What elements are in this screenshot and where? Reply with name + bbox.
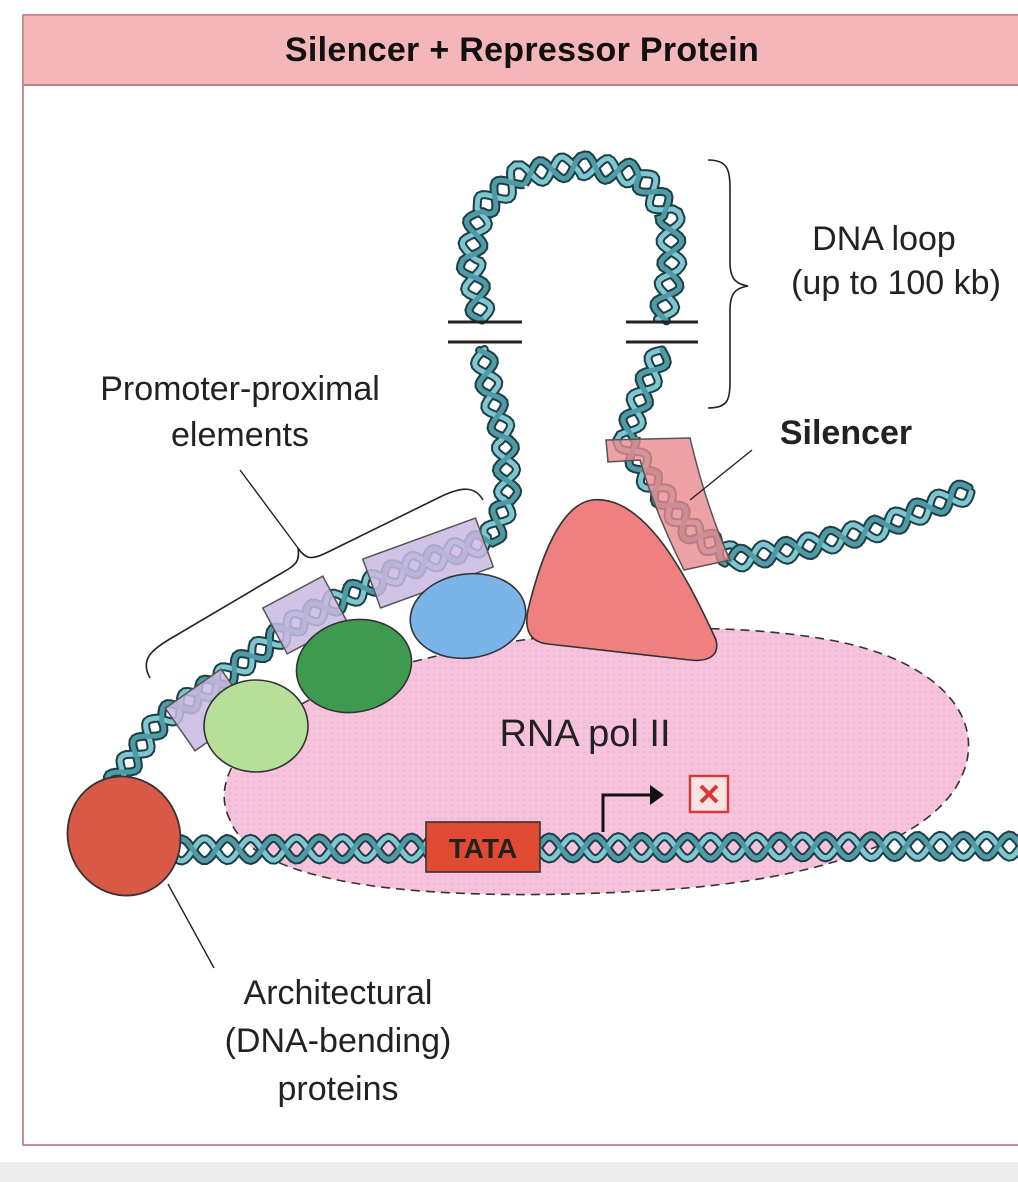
dna-tail-strand-2 — [727, 481, 972, 567]
silencer-block — [605, 437, 732, 571]
bent-arrow-icon — [601, 785, 664, 832]
architectural-protein — [66, 775, 182, 897]
rna-pol-label: RNA pol II — [499, 713, 670, 755]
architectural-label-2: (DNA-bending) — [225, 1022, 452, 1060]
promoter-pointer — [239, 469, 299, 549]
dna-bottom-strand-1 — [167, 832, 1018, 864]
silencer-label: Silencer — [780, 414, 912, 452]
architectural-pointer — [167, 883, 215, 969]
figure-frame — [22, 14, 1018, 1146]
dna-loop-label-1: DNA loop — [812, 220, 956, 258]
silencer-pointer — [689, 449, 753, 501]
green-dark-protein — [295, 618, 413, 714]
promoter-label-2: elements — [171, 416, 309, 454]
repressor-protein — [526, 499, 718, 662]
loop-break-marks — [448, 320, 698, 344]
tata-box — [425, 821, 541, 873]
blue-protein — [409, 572, 527, 660]
dna-loop-outline — [455, 150, 687, 326]
dna-bottom-strand-2 — [167, 832, 1018, 864]
dna-loop-brace — [707, 159, 749, 409]
architectural-label-1: Architectural — [244, 974, 433, 1012]
x-box-icon — [688, 774, 730, 814]
bottom-margin — [0, 1162, 1018, 1182]
dna-loop-label-2: (up to 100 kb) — [791, 264, 1001, 302]
green-light-protein — [203, 679, 309, 773]
dna-tail-outline — [725, 487, 976, 573]
architectural-label-3: proteins — [278, 1070, 399, 1108]
dna-tail-strand-1 — [727, 489, 974, 571]
tata-label: TATA — [449, 833, 517, 864]
promoter-label-1: Promoter-proximal — [100, 370, 380, 408]
rna-pol-ii — [223, 627, 970, 896]
dna-loop-strand-1 — [459, 154, 686, 323]
figure-title: Silencer + Repressor Protein — [284, 30, 760, 69]
title-bar: Silencer + Repressor Protein — [22, 14, 1018, 86]
dna-loop-strand-2 — [457, 152, 685, 324]
